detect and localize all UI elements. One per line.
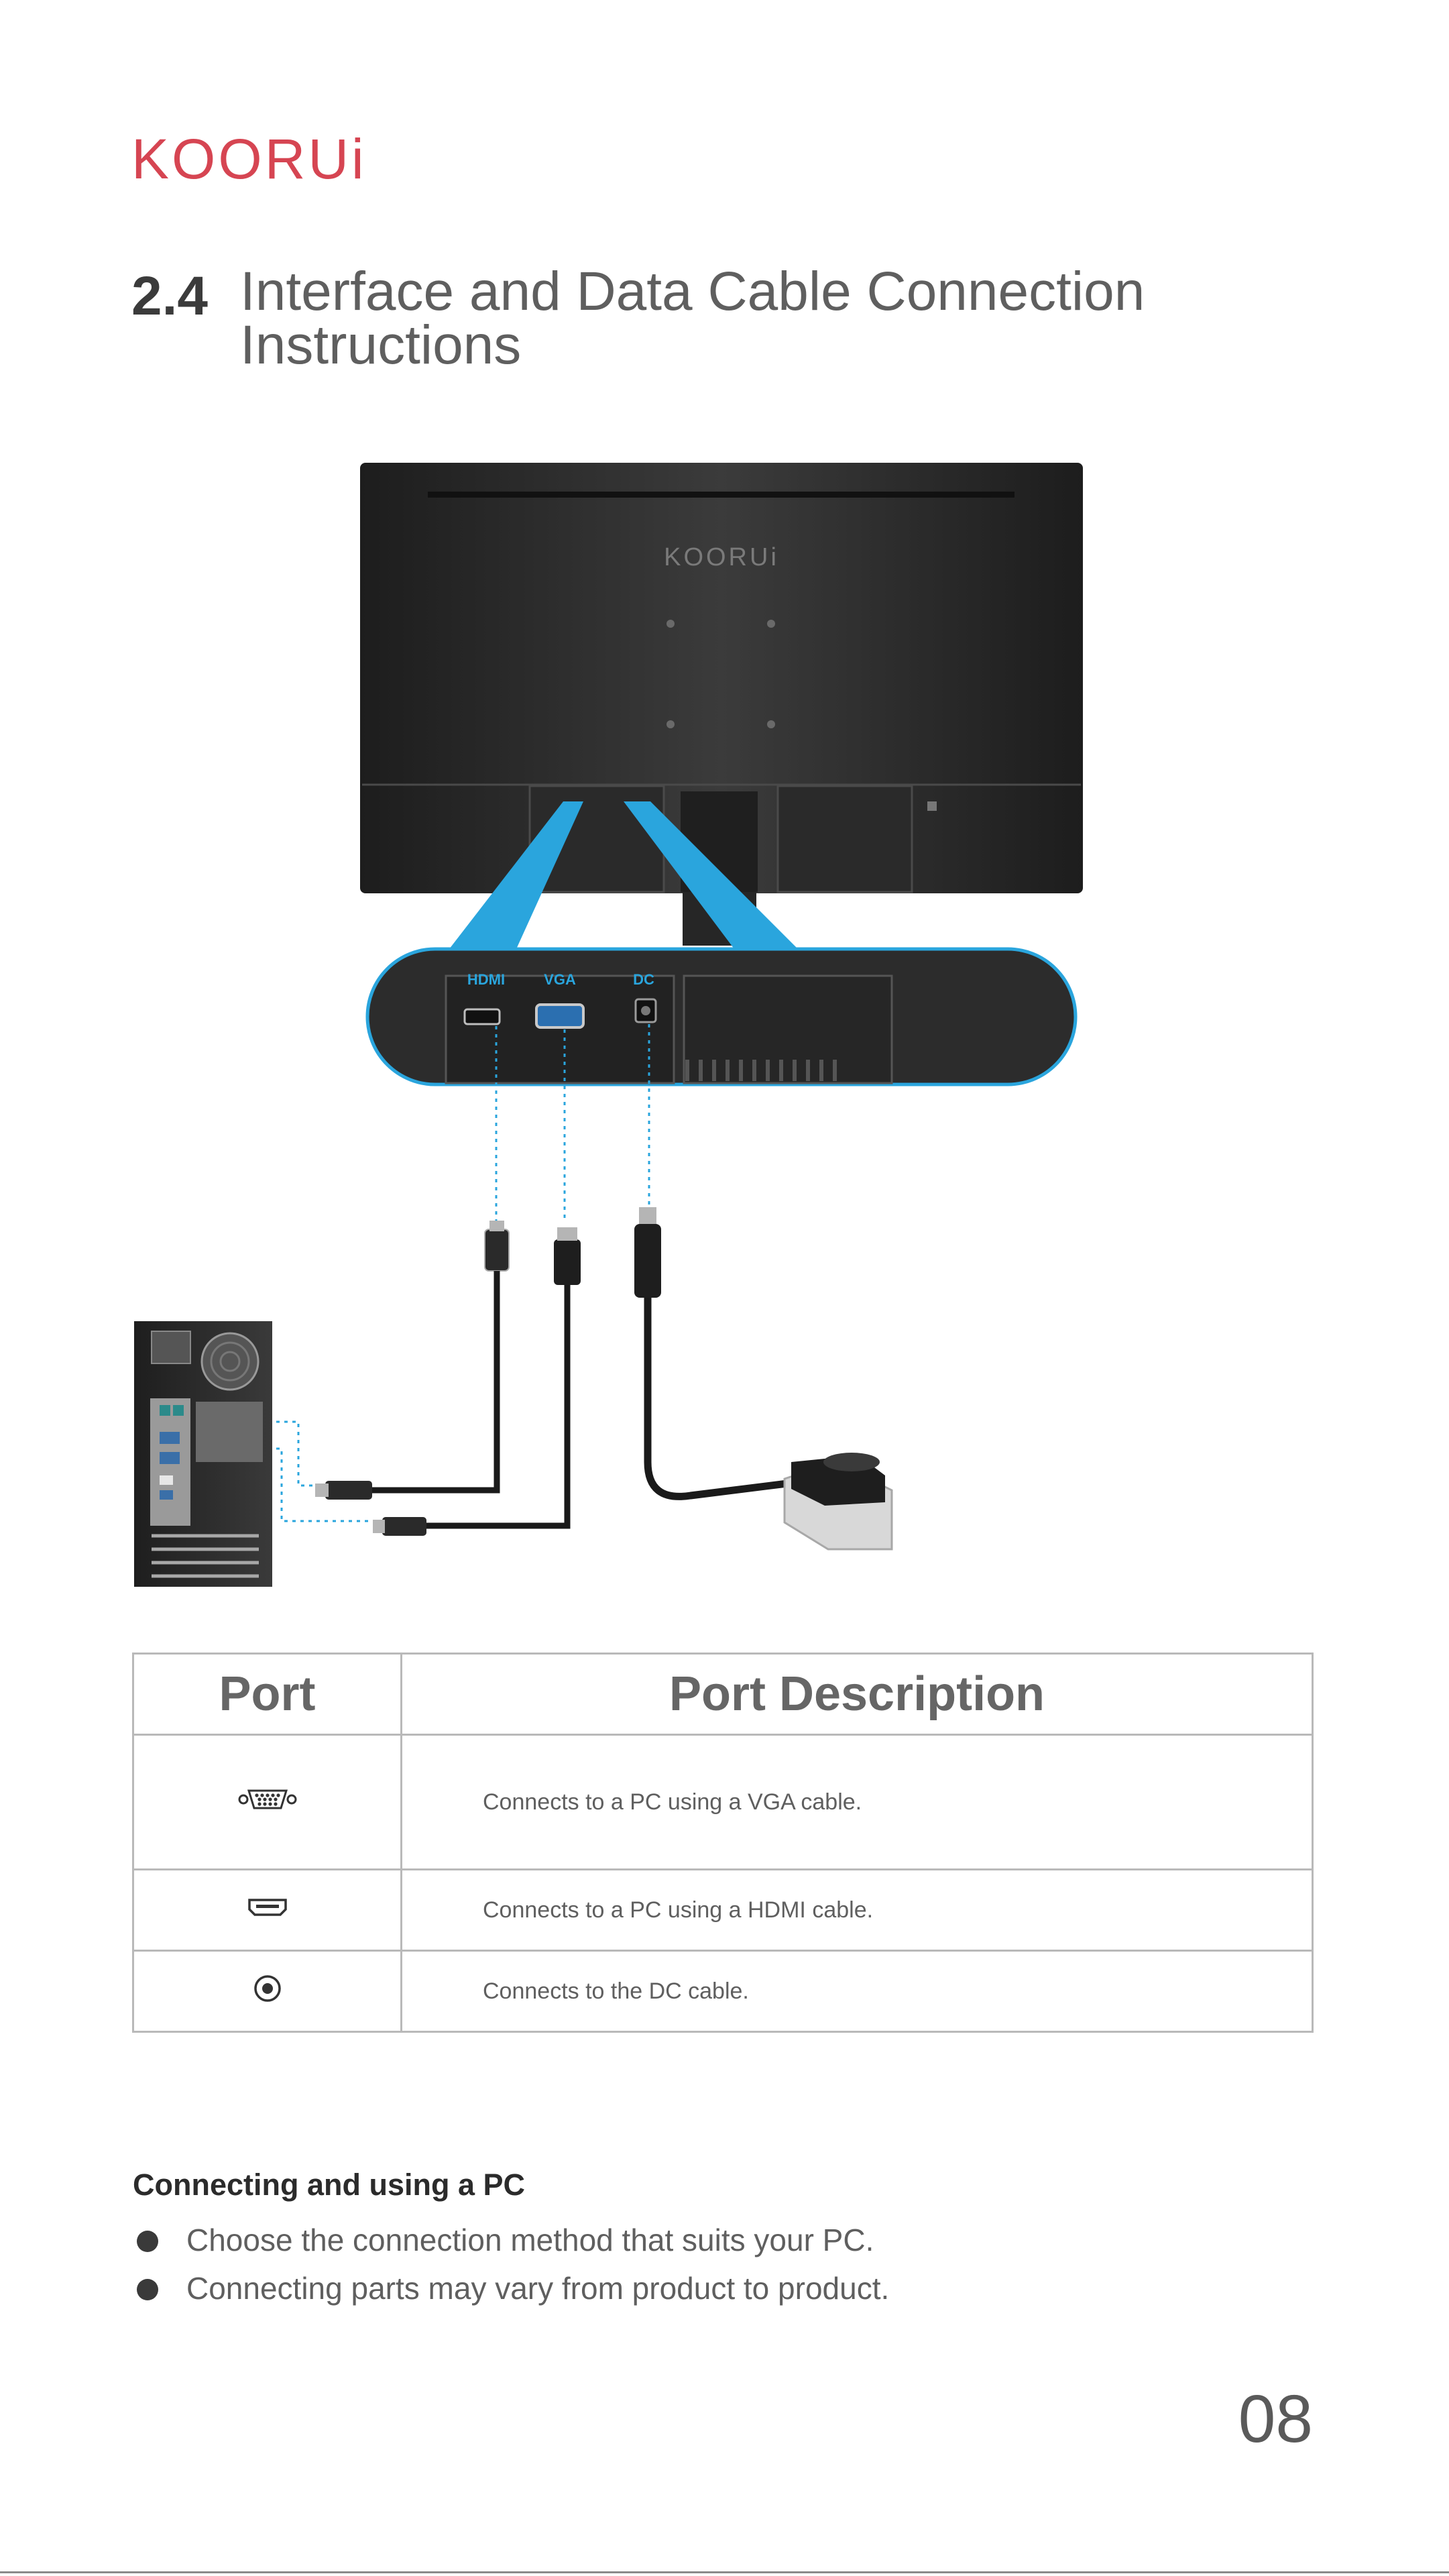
section-number: 2.4 (131, 266, 208, 327)
vga-port-icon (238, 1789, 296, 1809)
bullet-list: Choose the connection method that suits … (133, 2216, 1273, 2312)
connecting-title: Connecting and using a PC (133, 2168, 526, 2202)
description-cell: Connects to a PC using a VGA cable. (400, 1734, 1314, 1870)
port-cell (132, 1734, 402, 1870)
hdmi-port-icon (247, 1898, 287, 1916)
description-cell: Connects to the DC cable. (400, 1950, 1314, 2033)
connection-diagram: KOORUi (0, 443, 1449, 1596)
port-panel-zoom: HDMI VGA DC (365, 947, 1078, 1086)
callout-beams (449, 801, 798, 949)
dc-cable (634, 1207, 893, 1551)
monitor-logo: KOORUi (664, 543, 779, 571)
table-row: Connects to a PC using a HDMI cable. (132, 1868, 1314, 1952)
table-row: Connects to a PC using a VGA cable. (132, 1734, 1314, 1870)
page-number: 08 (1238, 2382, 1313, 2457)
port-label-vga: VGA (544, 971, 576, 988)
port-label-hdmi: HDMI (467, 971, 505, 988)
dc-port-icon (253, 1974, 281, 2002)
header-port-description: Port Description (400, 1653, 1314, 1736)
pc-tower (134, 1321, 272, 1587)
port-label-dc: DC (633, 971, 654, 988)
section-title: Interface and Data Cable Connection Inst… (240, 261, 1145, 376)
page-bottom-rule (0, 2571, 1449, 2573)
table-row: Connects to the DC cable. (132, 1950, 1314, 2033)
port-cell (132, 1868, 402, 1952)
list-item: Connecting parts may vary from product t… (133, 2264, 1273, 2312)
port-table: Port Port Description Connects to a PC u… (132, 1653, 1314, 2033)
table-header-row: Port Port Description (132, 1653, 1314, 1736)
guide-lines (268, 1024, 650, 1522)
port-cell (132, 1950, 402, 2033)
list-item: Choose the connection method that suits … (133, 2216, 1273, 2264)
hdmi-cable (315, 1221, 510, 1500)
description-cell: Connects to a PC using a HDMI cable. (400, 1868, 1314, 1952)
vga-port-icon (535, 1003, 585, 1029)
brand-logo-text: KOORUi (131, 131, 367, 185)
hdmi-port-icon (463, 1008, 501, 1025)
header-port: Port (132, 1653, 402, 1736)
displayport-cable (373, 1227, 581, 1536)
brand-logo: KOORUi (131, 127, 376, 190)
monitor-back: KOORUi (360, 463, 1083, 946)
connecting-section: Connecting and using a PC Choose the con… (133, 2168, 1273, 2312)
